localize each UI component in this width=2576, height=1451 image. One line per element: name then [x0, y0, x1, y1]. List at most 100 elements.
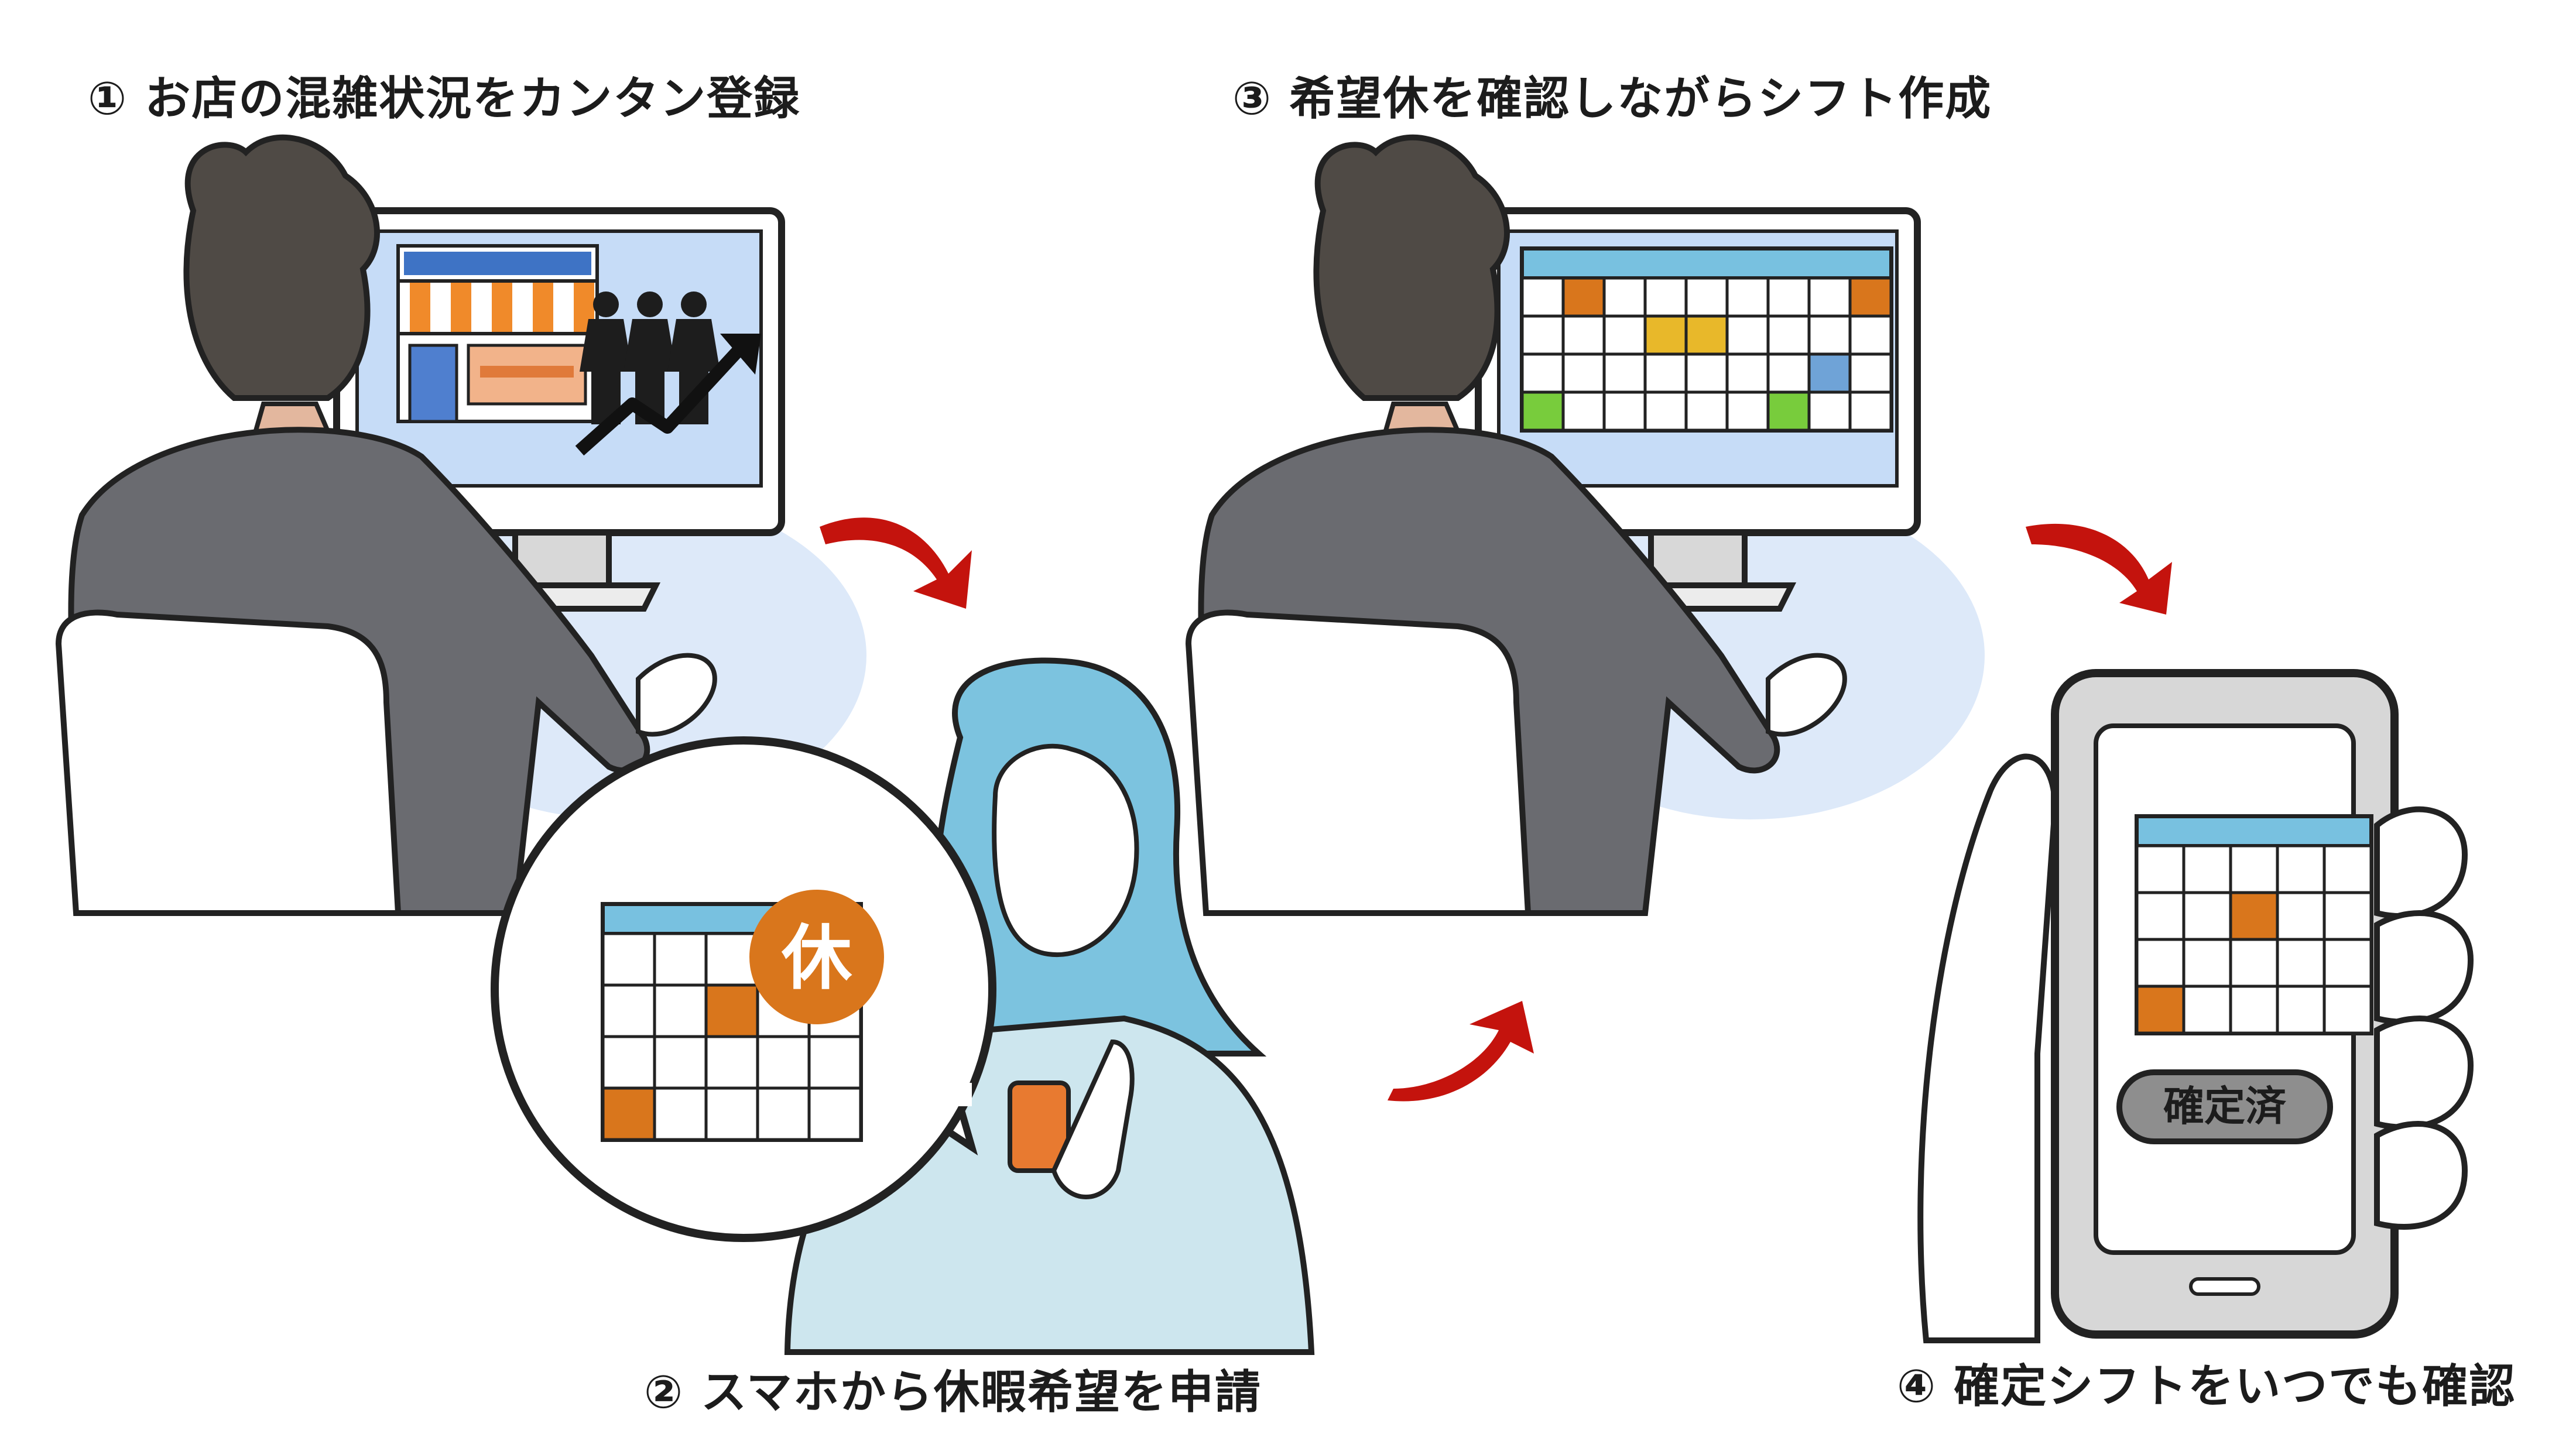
calendar-cell — [1684, 276, 1729, 318]
calendar-cell — [2135, 938, 2186, 988]
calendar-cell — [1807, 314, 1852, 356]
calendar-cell — [2182, 891, 2232, 941]
calendar-cell — [1725, 276, 1770, 318]
calendar-cell — [1643, 390, 1688, 432]
calendar-cell — [1848, 314, 1893, 356]
calendar-cell — [2276, 985, 2326, 1035]
calendar-cell — [1766, 352, 1811, 394]
arrow-1-to-2 — [820, 517, 972, 609]
calendar-cell — [1602, 276, 1647, 318]
step-4-caption: ④ 確定シフトをいつでも確認 — [1897, 1360, 2516, 1413]
calendar-cell — [653, 1086, 708, 1141]
calendar-cell — [601, 1035, 656, 1090]
calendar-cell — [1520, 314, 1565, 356]
calendar-cell — [653, 932, 708, 987]
calendar-cell — [1602, 390, 1647, 432]
crowd-icon — [580, 291, 720, 424]
hand-fingers — [2374, 806, 2474, 1230]
calendar-cell — [2276, 891, 2326, 941]
calendar-cell — [653, 983, 708, 1038]
calendar-cell — [1520, 276, 1565, 318]
calendar-cell — [2229, 985, 2279, 1035]
chair — [55, 609, 402, 916]
calendar-cell — [1766, 390, 1811, 432]
calendar-cell — [1848, 276, 1893, 318]
calendar-cell — [1561, 314, 1606, 356]
calendar-cell — [1766, 276, 1811, 318]
arrow-3-to-4 — [2026, 523, 2172, 615]
calendar-cell — [2229, 844, 2279, 894]
calendar-icon — [1520, 246, 1893, 433]
step-2-caption: ② スマホから休暇希望を申請 — [644, 1366, 1262, 1419]
stamp-label: 休 — [781, 918, 852, 999]
calendar-icon — [2135, 814, 2373, 1035]
calendar-cell — [601, 983, 656, 1038]
calendar-cell — [704, 983, 759, 1038]
calendar-cell — [1807, 276, 1852, 318]
calendar-cell — [2135, 891, 2186, 941]
calendar-cell — [807, 1035, 862, 1090]
calendar-cell — [1520, 390, 1565, 432]
calendar-cell — [1602, 352, 1647, 394]
smartphone-icon — [1008, 1080, 1071, 1173]
calendar-cell — [1602, 314, 1647, 356]
stamp-badge: 休 — [749, 890, 884, 1024]
calendar-cell — [2135, 985, 2186, 1035]
calendar-cell — [601, 932, 656, 987]
scene-2: 休 — [491, 657, 1315, 1355]
step-1-caption: ① お店の混雑状況をカンタン登録 — [88, 73, 801, 125]
calendar-cell — [2182, 844, 2232, 894]
calendar-header — [2135, 815, 2373, 848]
calendar-cell — [2322, 891, 2373, 941]
calendar-cell — [2322, 938, 2373, 988]
calendar-cell — [807, 1086, 862, 1141]
calendar-cell — [1684, 352, 1729, 394]
calendar-cell — [1684, 390, 1729, 432]
calendar-cell — [1725, 352, 1770, 394]
scene-3 — [1185, 134, 1985, 916]
calendar-cell — [1684, 314, 1729, 356]
calendar-cell — [653, 1035, 708, 1090]
calendar-cell — [1807, 390, 1852, 432]
calendar-cell — [1848, 390, 1893, 432]
hand-thumb — [1917, 753, 2058, 1343]
calendar-cell — [1766, 314, 1811, 356]
calendar-cell — [704, 1086, 759, 1141]
calendar-cell — [1643, 276, 1688, 318]
calendar-cell — [1561, 390, 1606, 432]
store-icon — [396, 244, 599, 423]
calendar-header — [1520, 247, 1893, 280]
calendar-cell — [2276, 844, 2326, 894]
scene-4: 確定済 — [1917, 669, 2474, 1343]
calendar-cell — [1807, 352, 1852, 394]
calendar-cell — [2135, 844, 2186, 894]
calendar-cell — [2322, 844, 2373, 894]
chair — [1185, 609, 1532, 916]
calendar-cell — [601, 1086, 656, 1141]
step-3-caption: ③ 希望休を確認しながらシフト作成 — [1232, 73, 1992, 125]
calendar-cell — [2182, 985, 2232, 1035]
scene-1 — [55, 134, 866, 916]
calendar-cell — [1520, 352, 1565, 394]
calendar-cell — [1643, 352, 1688, 394]
calendar-cell — [2322, 985, 2373, 1035]
calendar-cell — [2229, 891, 2279, 941]
calendar-cell — [1561, 352, 1606, 394]
calendar-cell — [1848, 352, 1893, 394]
calendar-cell — [2276, 938, 2326, 988]
calendar-cell — [1561, 276, 1606, 318]
calendar-cell — [756, 1035, 811, 1090]
calendar-cell — [2182, 938, 2232, 988]
status-badge: 確定済 — [2116, 1069, 2333, 1144]
calendar-cell — [756, 1086, 811, 1141]
calendar-cell — [1725, 314, 1770, 356]
flow-arrows — [820, 517, 2172, 1102]
calendar-cell — [2229, 938, 2279, 988]
arrow-2-to-3 — [1388, 1001, 1534, 1102]
status-label: 確定済 — [2163, 1082, 2287, 1130]
calendar-cell — [704, 1035, 759, 1090]
calendar-cell — [1643, 314, 1688, 356]
trend-arrow-icon — [575, 334, 761, 456]
